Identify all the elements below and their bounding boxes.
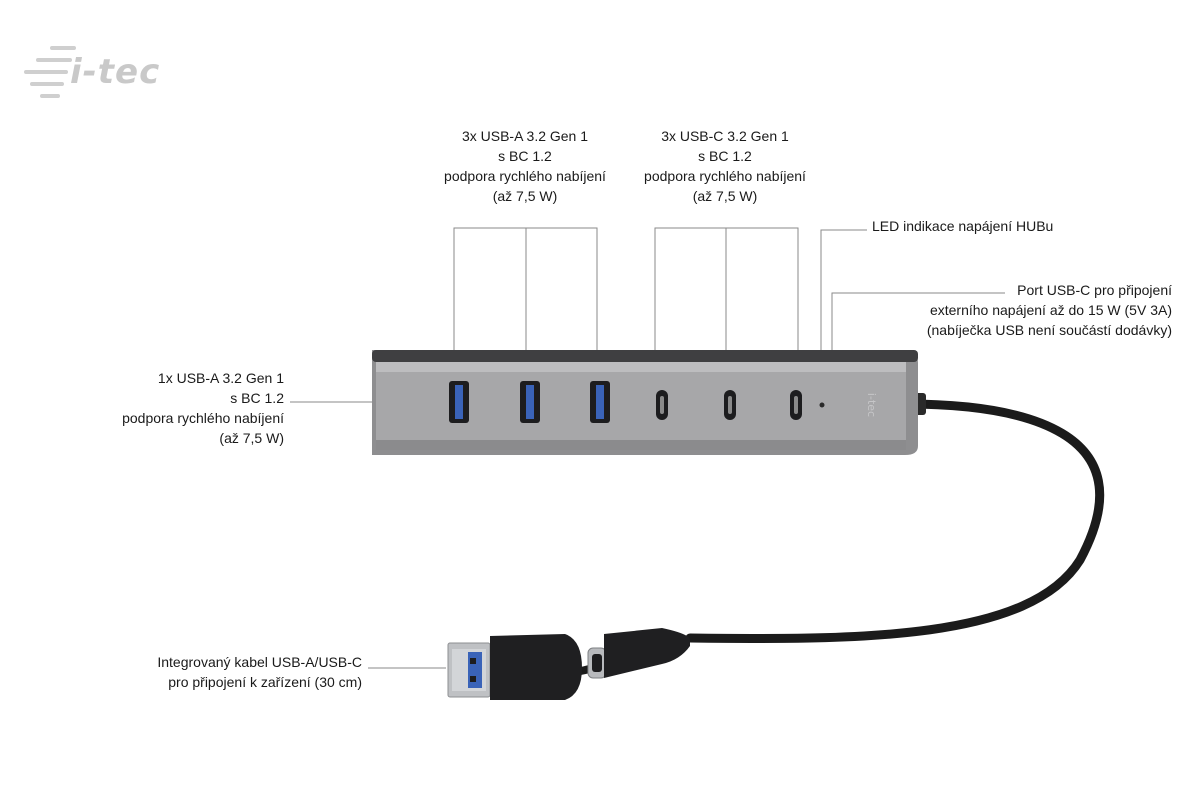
callout-line: LED indikace napájení HUBu [872,218,1054,234]
usb-c-plug [587,628,690,679]
callout-line: (až 7,5 W) [692,188,758,204]
led-indicator [819,402,825,408]
callout-line: 1x USB-A 3.2 Gen 1 [157,370,284,386]
callout-led: LED indikace napájení HUBu [872,216,1053,236]
hub-body: i-tec [372,350,918,455]
callout-line: externího napájení až do 15 W (5V 3A) [929,302,1172,318]
callout-line: (až 7,5 W) [219,430,284,446]
callout-line: Port USB-C pro připojení [1017,282,1172,298]
callout-usb-c-top: 3x USB-C 3.2 Gen 1 s BC 1.2 podpora rych… [620,126,830,206]
callout-usb-a-top: 3x USB-A 3.2 Gen 1 s BC 1.2 podpora rych… [420,126,630,206]
callout-line: Integrovaný kabel USB-A/USB-C [157,654,362,670]
logo-speed-lines [24,46,76,98]
callout-usb-a-side: 1x USB-A 3.2 Gen 1 s BC 1.2 podpora rych… [80,368,284,448]
logo-wordmark: i-tec [70,52,161,92]
callout-line: podpora rychlého nabíjení [644,168,806,184]
callout-power-port: Port USB-C pro připojení externího napáj… [880,280,1172,340]
callout-line: s BC 1.2 [230,390,284,406]
callout-cable: Integrovaný kabel USB-A/USB-C pro připoj… [100,652,362,692]
brand-logo: i-tec [22,44,172,110]
callout-line: podpora rychlého nabíjení [122,410,284,426]
leader-lines [290,227,1005,669]
leader-power-port [831,292,1005,350]
callout-line: (nabíječka USB není součástí dodávky) [926,322,1172,338]
callout-line: (až 7,5 W) [492,188,558,204]
callout-line: podpora rychlého nabíjení [444,168,606,184]
usb-a-plug [447,634,582,700]
hub-embossed-logo: i-tec [865,393,878,417]
callout-line: pro připojení k zařízení (30 cm) [168,674,362,690]
callout-line: s BC 1.2 [498,148,552,164]
callout-line: 3x USB-C 3.2 Gen 1 [661,128,789,144]
usb-a-ports [449,381,610,423]
cable [685,399,1105,644]
leader-led [820,229,867,385]
callout-line: 3x USB-A 3.2 Gen 1 [461,128,589,144]
callout-line: s BC 1.2 [698,148,752,164]
